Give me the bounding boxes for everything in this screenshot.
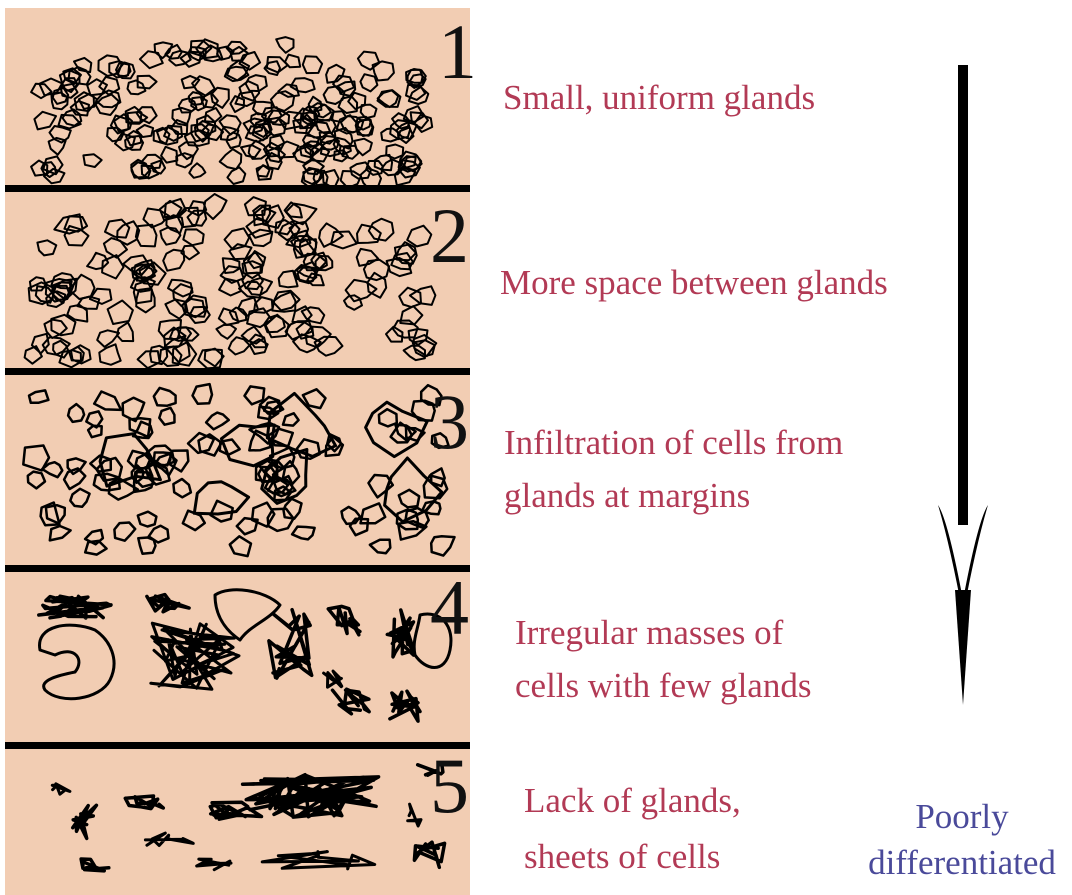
grade-4-description-line-2: cells with few glands [515, 666, 811, 705]
grade-2-description: More space between glands [500, 263, 888, 302]
scale-label-line-2: differentiated [868, 843, 1056, 882]
scale-label-line-1: Poorly [915, 797, 1009, 836]
grade-3-description-line-1: Infiltration of cells from [504, 423, 843, 462]
grade-5-number: 5 [430, 742, 469, 829]
grade-4-number: 4 [430, 564, 469, 651]
grade-divider [5, 565, 470, 572]
grade-5-description-line-2: sheets of cells [524, 837, 720, 876]
grade-divider [5, 742, 470, 749]
grade-divider [5, 368, 470, 375]
grade-3-description-line-2: glands at margins [504, 476, 750, 515]
grade-divider [5, 185, 470, 192]
grade-4-description-line-1: Irregular masses of [515, 613, 784, 652]
down-arrow-icon [938, 65, 988, 705]
grade-1-description: Small, uniform glands [503, 78, 815, 117]
grade-1-number: 1 [438, 8, 477, 95]
grade-5-description-line-1: Lack of glands, [524, 781, 741, 820]
grade-2-number: 2 [430, 192, 469, 279]
grade-3-number: 3 [430, 378, 469, 465]
